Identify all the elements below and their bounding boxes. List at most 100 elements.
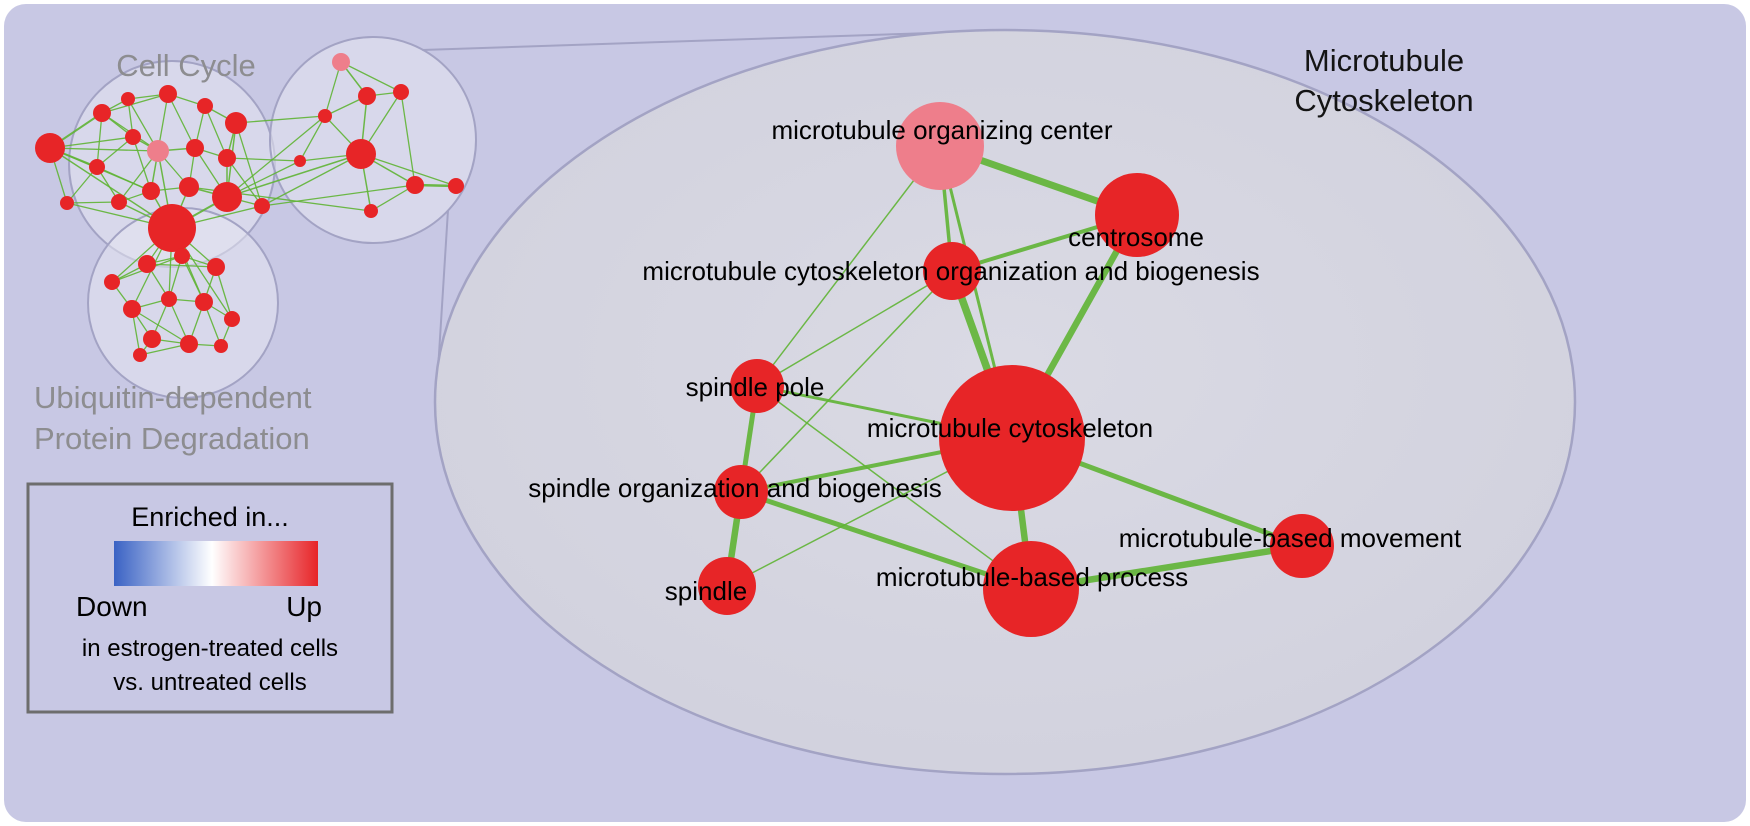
- main-edge: [756, 385, 1032, 590]
- node-label-mbm: microtubule-based movement: [1119, 523, 1462, 553]
- mini-edge: [235, 122, 263, 207]
- node-label-mc: microtubule cytoskeleton: [867, 413, 1153, 443]
- legend: Enriched in... Down Up in estrogen-treat…: [26, 482, 394, 714]
- mini-node-c8: [186, 139, 204, 157]
- mini-edge: [204, 105, 228, 159]
- mini-network: [35, 36, 477, 399]
- mini-edge: [400, 91, 416, 186]
- mini-node-c1: [93, 104, 111, 122]
- mini-node-c14: [179, 177, 199, 197]
- legend-down-label: Down: [76, 591, 148, 622]
- mini-edge: [96, 112, 103, 168]
- mini-node-m8: [294, 155, 306, 167]
- mini-node-m2: [393, 84, 409, 100]
- node-label-centrosome: centrosome: [1068, 222, 1204, 252]
- cell-cycle-cluster-label: Cell Cycle: [116, 48, 256, 83]
- mini-node-c12: [111, 194, 127, 210]
- legend-title: Enriched in...: [131, 502, 289, 532]
- legend-box: [26, 482, 394, 714]
- mini-node-c11: [60, 196, 74, 210]
- microtubule-cluster-label-line1: Microtubule: [1304, 43, 1464, 78]
- main-node-spindle_org: [714, 465, 768, 519]
- mini-edge: [226, 153, 362, 198]
- mini-node-u9: [180, 335, 198, 353]
- main-edge: [738, 489, 1034, 592]
- mini-node-c4: [197, 98, 213, 114]
- mini-node-c0: [35, 133, 65, 163]
- node-label-mbp: microtubule-based process: [876, 562, 1188, 592]
- mini-edge: [226, 115, 326, 198]
- mini-node-u7: [224, 311, 240, 327]
- main-node-mbp: [983, 541, 1079, 637]
- mini-edge: [167, 93, 196, 149]
- mini-node-m7: [364, 204, 378, 218]
- legend-caption-line1: in estrogen-treated cells: [82, 635, 338, 662]
- mini-node-c7: [147, 140, 169, 162]
- mini-edge: [146, 263, 217, 268]
- main-node-centrosome: [1095, 173, 1179, 257]
- node-label-mcob: microtubule cytoskeleton organization an…: [642, 256, 1259, 286]
- legend-gradient-bar: [114, 541, 318, 586]
- mini-node-u4: [123, 300, 141, 318]
- mini-node-u11: [214, 339, 228, 353]
- mini-node-c13: [142, 182, 160, 200]
- mini-node-c3: [159, 85, 177, 103]
- main-edge: [756, 270, 953, 387]
- mini-node-m6: [448, 178, 464, 194]
- legend-caption-line2: vs. untreated cells: [113, 669, 306, 696]
- mini-node-u6: [195, 293, 213, 311]
- mini-node-u3: [207, 258, 225, 276]
- mini-edge: [49, 147, 159, 152]
- mini-edge: [299, 115, 326, 162]
- mini-edge: [96, 166, 152, 192]
- mini-node-c17: [254, 198, 270, 214]
- mini-node-c2: [121, 92, 135, 106]
- mini-edge: [360, 153, 457, 187]
- main-node-moc: [896, 102, 984, 190]
- mini-edge: [66, 201, 120, 204]
- mini-node-c15: [212, 182, 242, 212]
- mini-node-m4: [346, 139, 376, 169]
- mini-edge: [49, 147, 173, 229]
- main-node-mbm: [1270, 514, 1334, 578]
- mini-node-m0: [332, 53, 350, 71]
- node-label-moc: microtubule organizing center: [771, 115, 1112, 145]
- mini-node-u8: [143, 330, 161, 348]
- mini-edge: [226, 157, 301, 162]
- main-node-mcob: [923, 242, 981, 300]
- mini-node-c9: [218, 149, 236, 167]
- main-edge: [756, 145, 941, 387]
- main-node-mc: [939, 365, 1085, 511]
- main-network: microtubule organizing center centrosome m…: [528, 102, 1462, 637]
- mini-node-u1: [138, 255, 156, 273]
- mini-node-m1: [358, 87, 376, 105]
- mini-edge: [324, 61, 342, 117]
- node-label-spindle_org: spindle organization and biogenesis: [528, 473, 941, 503]
- main-node-spindle_pole: [730, 359, 784, 413]
- ubiquitin-cluster-label-line1: Ubiquitin-dependent: [34, 380, 312, 415]
- mini-edge: [340, 61, 402, 93]
- node-label-spindle: spindle: [665, 576, 747, 606]
- mini-node-c6: [125, 129, 141, 145]
- magnifier-line-top: [421, 31, 963, 51]
- mini-node-u2: [174, 248, 190, 264]
- mini-edge: [131, 308, 190, 345]
- mini-edge: [215, 266, 233, 320]
- node-label-spindle_pole: spindle pole: [686, 372, 825, 402]
- cluster-circle-microtubule-cytoskeleton: [269, 36, 477, 244]
- mini-node-u5: [161, 291, 177, 307]
- mini-node-m5: [406, 176, 424, 194]
- legend-up-label: Up: [286, 591, 322, 622]
- main-edge: [740, 270, 953, 493]
- mini-node-c16: [148, 204, 196, 252]
- microtubule-cluster-label-line2: Cytoskeleton: [1294, 83, 1473, 118]
- mini-node-u0: [104, 274, 120, 290]
- mini-edge: [235, 115, 326, 124]
- mini-node-m3: [318, 109, 332, 123]
- mini-edge: [132, 136, 152, 192]
- mini-node-c10: [89, 159, 105, 175]
- mini-edge: [261, 184, 416, 207]
- mini-edge: [101, 93, 169, 114]
